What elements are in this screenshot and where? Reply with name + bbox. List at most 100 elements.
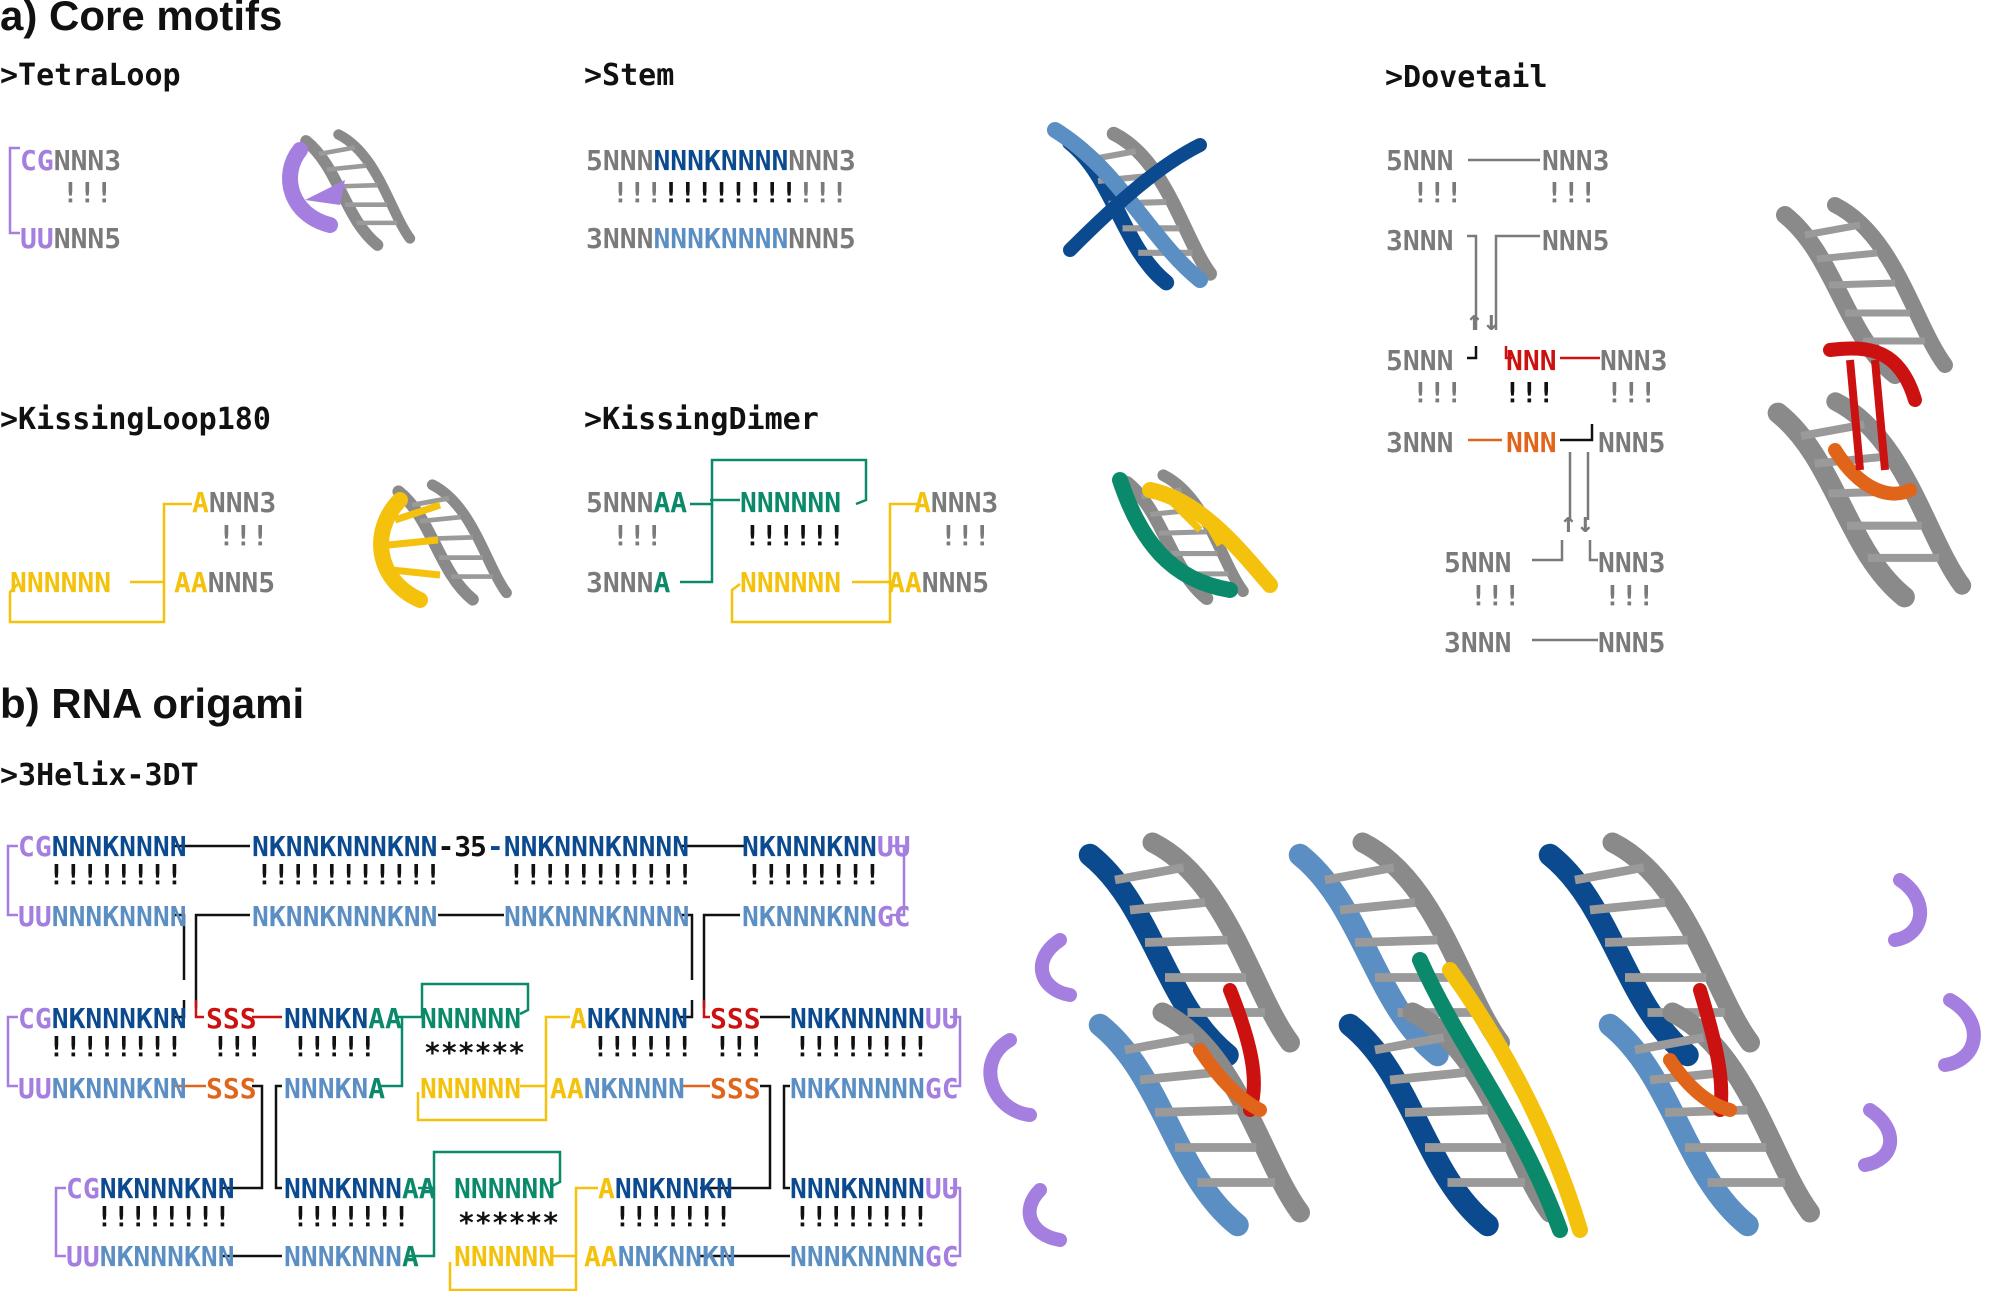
- seq-o-r1-d: NKNNNKNNUU: [742, 830, 911, 863]
- motif-title-kissingloop180: >KissingLoop180: [0, 402, 271, 437]
- motif-title-3helix-3dt: >3Helix-3DT: [0, 758, 199, 793]
- seq-o-r6-b: NNNKNNNA: [284, 1240, 419, 1273]
- seq-o-r3-g: NNKNNNNNUU: [790, 1002, 959, 1035]
- seq-o-p3-b: !!!: [212, 1030, 263, 1063]
- seq-dt-r2-r: NNN5: [1542, 224, 1609, 257]
- structure-kissingdimer: [1112, 475, 1278, 598]
- seq-segment: CG: [66, 1172, 100, 1205]
- seq-kd-bot-r: AANNN5: [888, 566, 989, 599]
- seq-segment: NKNNNKNN: [100, 1172, 235, 1205]
- seq-segment: A: [653, 566, 670, 599]
- seq-o-p5-d: !!!!!!!: [614, 1200, 732, 1233]
- seq-o-r4-e: AANKNNNN: [550, 1072, 685, 1105]
- seq-segment: !!!: [1546, 176, 1597, 209]
- seq-segment: NNNNNN: [740, 566, 841, 599]
- seq-o-p5-c: ******: [458, 1206, 559, 1239]
- seq-segment: !!!: [1504, 376, 1555, 409]
- seq-segment: NKNNNKNN: [742, 900, 877, 933]
- seq-kl-bot-a: NNNNNN: [10, 566, 111, 599]
- seq-segment: NNNKNNNN: [52, 830, 187, 863]
- seq-o-r6-e: NNNKNNNNGC: [790, 1240, 959, 1273]
- seq-o-r1-b: NKNNKNNNKNN-3: [252, 830, 471, 863]
- seq-segment: SSS: [710, 1002, 761, 1035]
- seq-segment: CG: [18, 1002, 52, 1035]
- seq-segment: UU: [925, 1172, 959, 1205]
- seq-segment: !!!: [714, 1030, 765, 1063]
- seq-segment: NNN3: [1598, 546, 1665, 579]
- seq-kd-pairs-l: !!!: [612, 519, 663, 552]
- seq-segment: NNN3: [1542, 144, 1609, 177]
- seq-o-r5-b: NNNKNNNAA: [284, 1172, 436, 1205]
- seq-o-r6-c: NNNNNN: [454, 1240, 555, 1273]
- seq-segment: NNN3: [931, 486, 998, 519]
- seq-o-r3-c: NNNKNAA: [284, 1002, 402, 1035]
- seq-segment: NNNKNNNN: [653, 222, 788, 255]
- seq-dt-r4-r: NNN5: [1598, 426, 1665, 459]
- seq-segment: NNN: [1506, 344, 1557, 377]
- seq-o-p1-a: !!!!!!!!: [48, 858, 183, 891]
- seq-segment: !!!!!!!!: [794, 1030, 929, 1063]
- seq-dt-r2-l: 3NNN: [1386, 224, 1453, 257]
- seq-segment: !!!!!!!!: [746, 858, 881, 891]
- seq-segment: !!!!!: [292, 1030, 376, 1063]
- seq-segment: GC: [877, 900, 911, 933]
- seq-segment: 3NNN: [586, 222, 653, 255]
- seq-segment: NNKNNKN: [618, 1240, 736, 1273]
- seq-kd-top-m: NNNNNN: [740, 486, 841, 519]
- seq-tl-pairs: !!!: [62, 176, 113, 209]
- seq-segment: !!!!!!!!: [794, 1200, 929, 1233]
- seq-dt-r3-l: 5NNN: [1386, 344, 1453, 377]
- seq-o-r5-c: NNNNNN: [454, 1172, 555, 1205]
- seq-segment: !!!!!!!!: [663, 176, 798, 209]
- seq-o-p5-b: !!!!!!!: [292, 1200, 410, 1233]
- structure-tetraloop: [282, 135, 410, 246]
- seq-o-r2-c: NNKNNNKNNNN: [504, 900, 689, 933]
- seq-dt-p3-r: !!!: [1606, 376, 1657, 409]
- seq-o-r6-a: UUNKNNNKNN: [66, 1240, 235, 1273]
- seq-segment: NNNKNNN: [284, 1172, 402, 1205]
- seq-o-p3-c: !!!!!: [292, 1030, 376, 1063]
- seq-segment: NNKNNKN: [615, 1172, 733, 1205]
- seq-segment: NNN3: [54, 144, 121, 177]
- seq-dt-arrows1: ↑↓: [1466, 304, 1500, 337]
- seq-segment: NNN5: [1542, 224, 1609, 257]
- seq-segment: SSS: [206, 1002, 257, 1035]
- seq-segment: ↑↓: [1466, 304, 1500, 337]
- seq-dt-p5-r: !!!: [1604, 579, 1655, 612]
- seq-kl-top: ANNN3: [192, 486, 276, 519]
- seq-kd-pairs-r: !!!: [940, 519, 991, 552]
- seq-o-r2-b: NKNNKNNNKNN: [252, 900, 437, 933]
- seq-o-r5-a: CGNKNNNKNN: [66, 1172, 235, 1205]
- seq-stem-top: 5NNNNNNKNNNNNNN3: [586, 144, 856, 177]
- seq-segment: NNN: [1506, 426, 1557, 459]
- seq-segment: !!!!!!!!: [48, 1030, 183, 1063]
- seq-segment: A: [570, 1002, 587, 1035]
- seq-segment: NKNNNN: [587, 1002, 688, 1035]
- section-a-title: a) Core motifs: [0, 0, 283, 39]
- seq-segment: -NNKNNNKNNNN: [487, 830, 689, 863]
- seq-dt-r4-m: NNN: [1506, 426, 1557, 459]
- seq-segment: NNKNNNNN: [790, 1072, 925, 1105]
- motif-title-tetraloop: >TetraLoop: [0, 58, 181, 93]
- seq-segment: !!!: [612, 519, 663, 552]
- seq-segment: 5NNN: [586, 486, 653, 519]
- seq-segment: NNN3: [209, 486, 276, 519]
- seq-o-p1-d: !!!!!!!!: [746, 858, 881, 891]
- seq-o-r2-a: UUNNNKNNNN: [18, 900, 187, 933]
- seq-segment: !!!!!!!!: [96, 1200, 231, 1233]
- seq-segment: 3NNN: [586, 566, 653, 599]
- seq-kd-pairs-m: !!!!!!: [744, 519, 845, 552]
- seq-segment: 3NNN: [1386, 224, 1453, 257]
- seq-o-r4-c: NNNKNA: [284, 1072, 385, 1105]
- seq-segment: UU: [925, 1002, 959, 1035]
- seq-segment: NNNNNN: [10, 566, 111, 599]
- seq-segment: A: [368, 1072, 385, 1105]
- seq-tl-top: CGNNN3: [20, 144, 121, 177]
- seq-o-r4-d: NNNNNN: [420, 1072, 521, 1105]
- seq-segment: A: [914, 486, 931, 519]
- seq-o-r1-a: CGNNNKNNNN: [18, 830, 187, 863]
- seq-segment: AA: [402, 1172, 436, 1205]
- seq-o-p3-f: !!!: [714, 1030, 765, 1063]
